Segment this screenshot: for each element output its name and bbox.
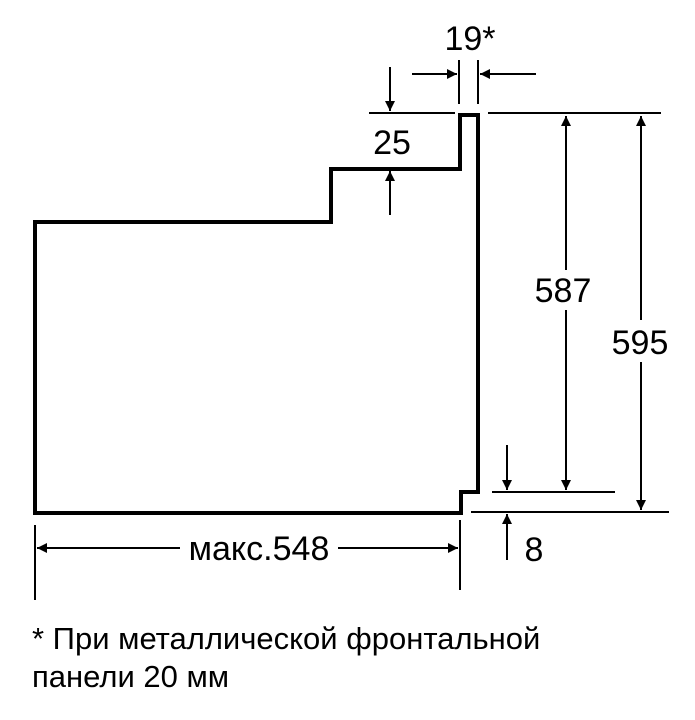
footnote-line-2: панели 20 мм	[32, 659, 230, 694]
extension-lines	[34, 60, 669, 600]
footnote: * При металлической фронтальной панели 2…	[32, 620, 692, 696]
dim-step-height: 25	[373, 124, 411, 162]
dim-depth: макс.548	[189, 530, 330, 568]
footnote-line-1: * При металлической фронтальной	[32, 621, 541, 656]
appliance-outline	[33, 113, 480, 515]
dim-bottom-offset: 8	[525, 531, 544, 569]
dim-total-height: 595	[612, 324, 669, 362]
dimension-arrows	[37, 67, 646, 560]
dim-top-gap: 19*	[444, 20, 495, 58]
dim-inner-height: 587	[535, 272, 592, 310]
